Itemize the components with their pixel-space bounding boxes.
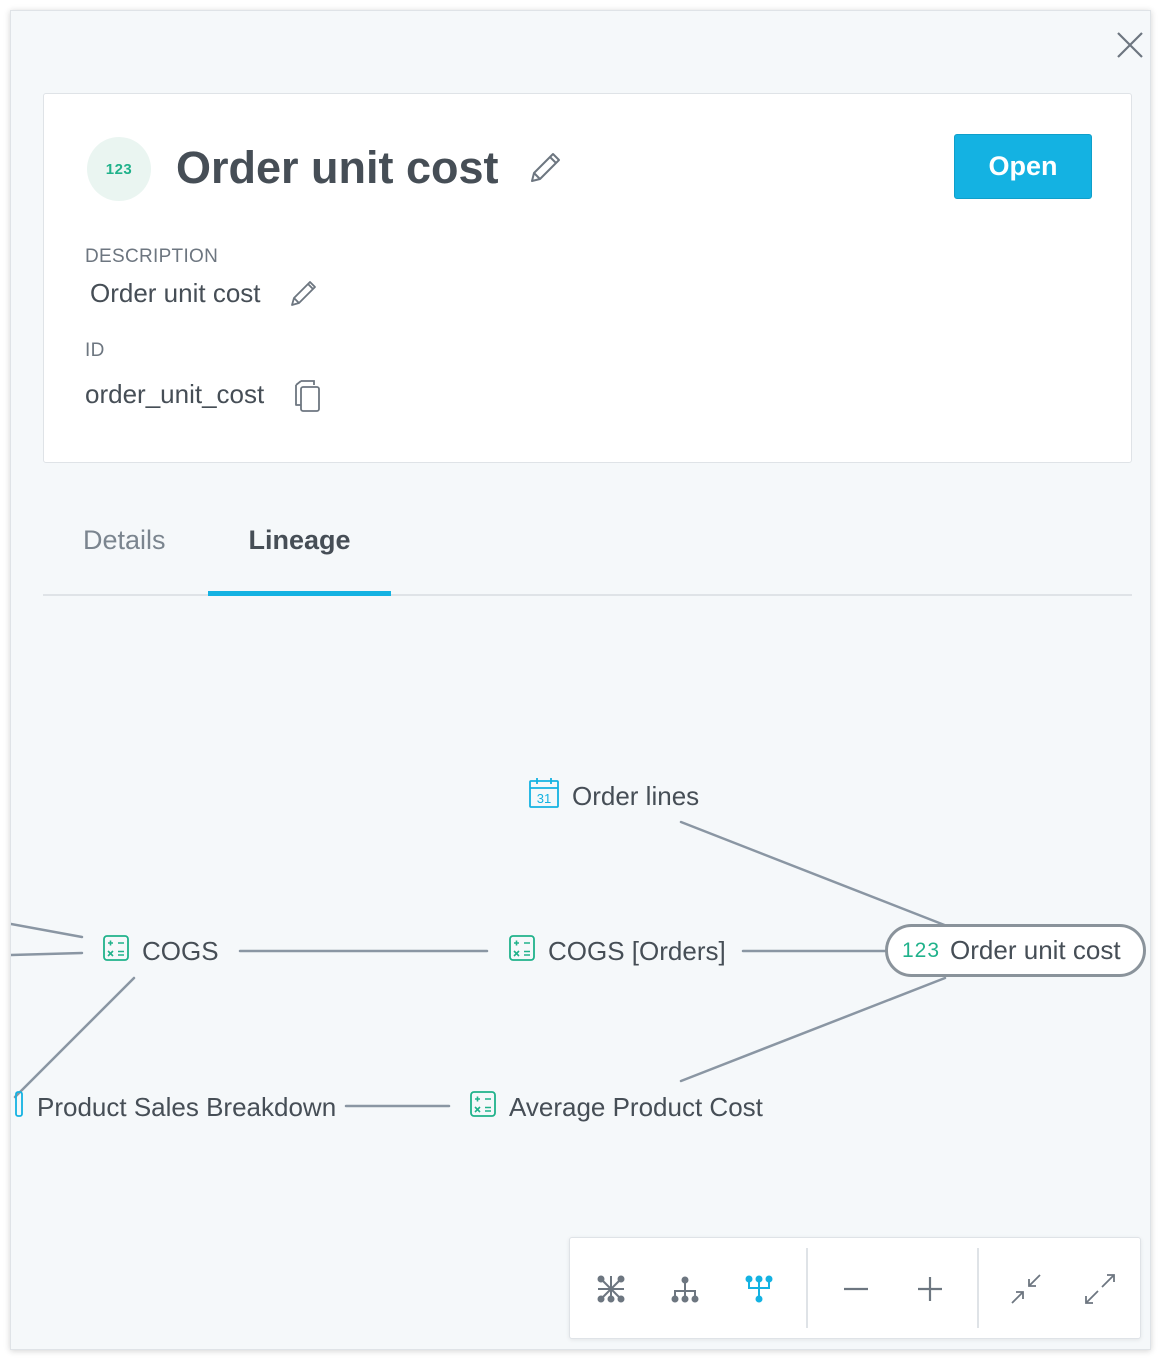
calculator-icon	[508, 934, 536, 969]
toolbar-divider	[806, 1248, 808, 1328]
upstream-icon[interactable]	[665, 1269, 705, 1309]
description-label: DESCRIPTION	[85, 246, 219, 267]
expand-icon[interactable]	[1080, 1269, 1120, 1309]
page-title: Order unit cost	[176, 142, 499, 193]
dashboard-icon	[15, 1090, 23, 1125]
tab-details[interactable]: Details	[83, 525, 166, 555]
lineage-node-product-sales-breakdown[interactable]: Product Sales Breakdown	[15, 1089, 336, 1125]
lineage-node-order-lines[interactable]: 31 Order lines	[528, 777, 700, 816]
lineage-node-average-product-cost[interactable]: Average Product Cost	[469, 1089, 763, 1125]
metric-type-badge: 123	[87, 137, 151, 201]
collapse-icon[interactable]	[1006, 1269, 1046, 1309]
zoom-out-icon[interactable]	[836, 1269, 876, 1309]
tab-lineage[interactable]: Lineage	[208, 501, 391, 596]
calculator-icon	[469, 1090, 497, 1125]
zoom-in-icon[interactable]	[910, 1269, 950, 1309]
edge-order-lines-to-order-unit-cost	[679, 820, 949, 928]
downstream-icon[interactable]	[739, 1269, 779, 1309]
description-value: Order unit cost	[90, 278, 261, 308]
calendar-icon: 31	[528, 777, 560, 816]
edge-cogs-to-product-sales-breakdown	[13, 976, 136, 1099]
node-label: Order unit cost	[950, 935, 1121, 965]
metric-card: 123 Order unit cost Open DESCRIPTION Ord…	[43, 93, 1132, 463]
edge-average-product-cost-to-order-unit-cost	[679, 976, 947, 1083]
lineage-node-cogs[interactable]: COGS	[102, 933, 219, 969]
toolbar-divider	[977, 1248, 979, 1328]
close-icon[interactable]	[1115, 30, 1145, 60]
lineage-node-order-unit-cost[interactable]: 123 Order unit cost	[885, 924, 1146, 977]
lineage-node-cogs-orders[interactable]: COGS [Orders]	[508, 933, 726, 969]
calculator-icon	[102, 934, 130, 969]
node-label: Product Sales Breakdown	[37, 1091, 337, 1122]
edge-offscreen-to-cogs-b	[11, 951, 84, 957]
edit-description-pencil-icon[interactable]	[287, 277, 319, 309]
copy-icon[interactable]	[292, 379, 322, 413]
open-button[interactable]: Open	[954, 134, 1092, 199]
calendar-icon-text: 31	[537, 791, 551, 806]
id-value: order_unit_cost	[85, 379, 265, 409]
lineage-panel: 123 Order unit cost Open DESCRIPTION Ord…	[10, 10, 1151, 1350]
number-icon: 123	[902, 938, 941, 962]
tab-bar: Details Lineage	[43, 501, 1132, 596]
show-all-icon[interactable]	[591, 1269, 631, 1309]
edit-title-pencil-icon[interactable]	[524, 149, 564, 189]
edge-offscreen-to-cogs-a	[11, 922, 84, 939]
node-label: COGS	[142, 935, 219, 966]
id-label: ID	[85, 340, 105, 361]
node-label: COGS [Orders]	[548, 935, 726, 966]
node-label: Average Product Cost	[509, 1091, 763, 1122]
node-label: Order lines	[572, 780, 700, 811]
graph-toolbar	[569, 1237, 1141, 1339]
